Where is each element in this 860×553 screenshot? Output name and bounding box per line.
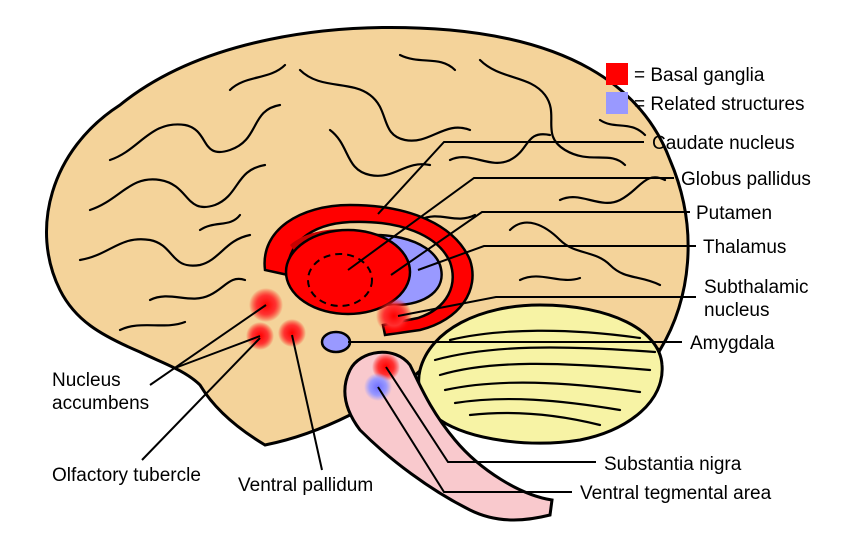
legend-swatch-related [606,92,628,114]
leader-caudate [377,141,644,215]
leader-nigra [385,366,596,463]
label-amygdala: Amygdala [690,333,775,354]
leader-accumbens-2 [174,335,261,369]
label-accumbens-line1: Nucleus [52,370,121,391]
leader-subthalamic [397,296,696,317]
label-accumbens-line2: accumbens [52,393,149,414]
leader-globus [347,177,674,271]
ventral-pallidum-glow [278,319,306,347]
leader-thalamus [417,245,696,271]
globus-pallidus-shape [307,253,373,307]
caudate-nucleus-shape [263,203,474,337]
label-globus-pallidus: Globus pallidus [681,169,811,190]
leader-vta [377,386,572,493]
leader-lines [141,141,696,493]
label-putamen: Putamen [696,203,772,224]
leader-accumbens-1 [149,304,267,386]
label-ventral-pallidum: Ventral pallidum [238,475,373,496]
label-olfactory-tubercle: Olfactory tubercle [52,465,201,486]
label-thalamus: Thalamus [703,237,786,258]
legend-label-basal: = Basal ganglia [634,65,765,86]
leader-olfactory [141,337,261,461]
cerebellum-folia [433,329,657,427]
subthalamic-nucleus-glow [376,298,412,334]
brainstem [343,350,554,522]
leader-putamen [390,211,690,276]
cerebellum [417,303,664,445]
label-subthalamic-line2: nucleus [704,300,770,321]
label-subthalamic-line1: Subthalamic [704,277,809,298]
legend-swatch-basal [606,63,628,85]
amygdala-shape [320,330,352,354]
label-caudate-nucleus: Caudate nucleus [652,133,795,154]
putamen-shape [284,228,412,316]
label-ventral-tegmental-area: Ventral tegmental area [580,483,772,504]
leader-ventral-pallidum [291,334,323,471]
legend-label-related: = Related structures [634,94,805,115]
label-substantia-nigra: Substantia nigra [604,454,742,475]
